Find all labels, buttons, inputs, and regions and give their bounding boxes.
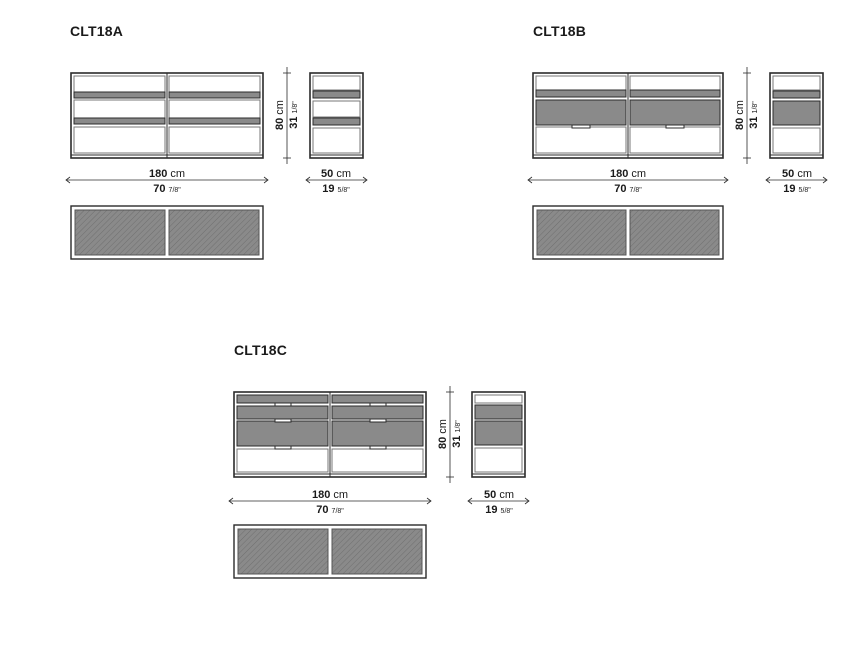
clt18a-height-label: 80 cm xyxy=(274,100,286,130)
clt18a-side-view xyxy=(309,72,364,159)
clt18c-depth-label: 50 cm xyxy=(484,489,514,501)
clt18b-width-label: 180 cm xyxy=(610,168,646,180)
clt18a-width-dimension xyxy=(65,176,269,184)
clt18a-depth-dimension xyxy=(305,176,368,184)
clt18b-top-view xyxy=(532,205,724,260)
clt18c-height-label: 80 cm xyxy=(437,419,449,449)
clt18c-side-view xyxy=(471,391,526,478)
clt18a-depth-label: 50 cm xyxy=(321,168,351,180)
model-title-clt18c: CLT18C xyxy=(234,342,288,358)
clt18a-depth-label-in: 19 5/8" xyxy=(322,183,350,195)
clt18a-height-dimension xyxy=(283,67,291,164)
clt18a-group: 80 cm 31 1/8" 180 cm 70 7/8" 50 cm 19 5/… xyxy=(65,67,368,260)
clt18b-height-label-in: 31 1/8" xyxy=(748,101,760,129)
clt18b-depth-label: 50 cm xyxy=(782,168,812,180)
clt18b-front-view xyxy=(532,72,724,159)
clt18c-height-label-in: 31 1/8" xyxy=(451,420,463,448)
clt18c-depth-label-in: 19 5/8" xyxy=(485,504,513,516)
clt18b-height-label: 80 cm xyxy=(734,100,746,130)
clt18c-width-label: 180 cm xyxy=(312,489,348,501)
clt18a-top-view xyxy=(70,205,264,260)
clt18c-width-dimension xyxy=(228,497,432,505)
clt18c-height-dimension xyxy=(446,386,454,483)
model-title-clt18a: CLT18A xyxy=(70,23,124,39)
clt18b-height-dimension xyxy=(743,67,751,164)
clt18b-side-view xyxy=(769,72,824,159)
clt18b-depth-label-in: 19 5/8" xyxy=(783,183,811,195)
clt18a-width-label: 180 cm xyxy=(149,168,185,180)
clt18c-group: 80 cm 31 1/8" 180 cm 70 7/8" 50 cm 19 5/… xyxy=(228,386,530,579)
clt18b-width-dimension xyxy=(527,176,729,184)
clt18a-height-label-in: 31 1/8" xyxy=(288,101,300,129)
clt18a-front-view xyxy=(70,72,264,159)
clt18b-depth-dimension xyxy=(765,176,828,184)
clt18c-front-view xyxy=(233,391,427,478)
clt18c-width-label-in: 70 7/8" xyxy=(316,504,344,516)
model-title-clt18b: CLT18B xyxy=(533,23,587,39)
clt18b-width-label-in: 70 7/8" xyxy=(614,183,642,195)
clt18b-group: 80 cm 31 1/8" 180 cm 70 7/8" 50 cm 19 5/… xyxy=(527,67,828,260)
clt18c-depth-dimension xyxy=(467,497,530,505)
clt18a-width-label-in: 70 7/8" xyxy=(153,183,181,195)
clt18c-top-view xyxy=(233,524,427,579)
